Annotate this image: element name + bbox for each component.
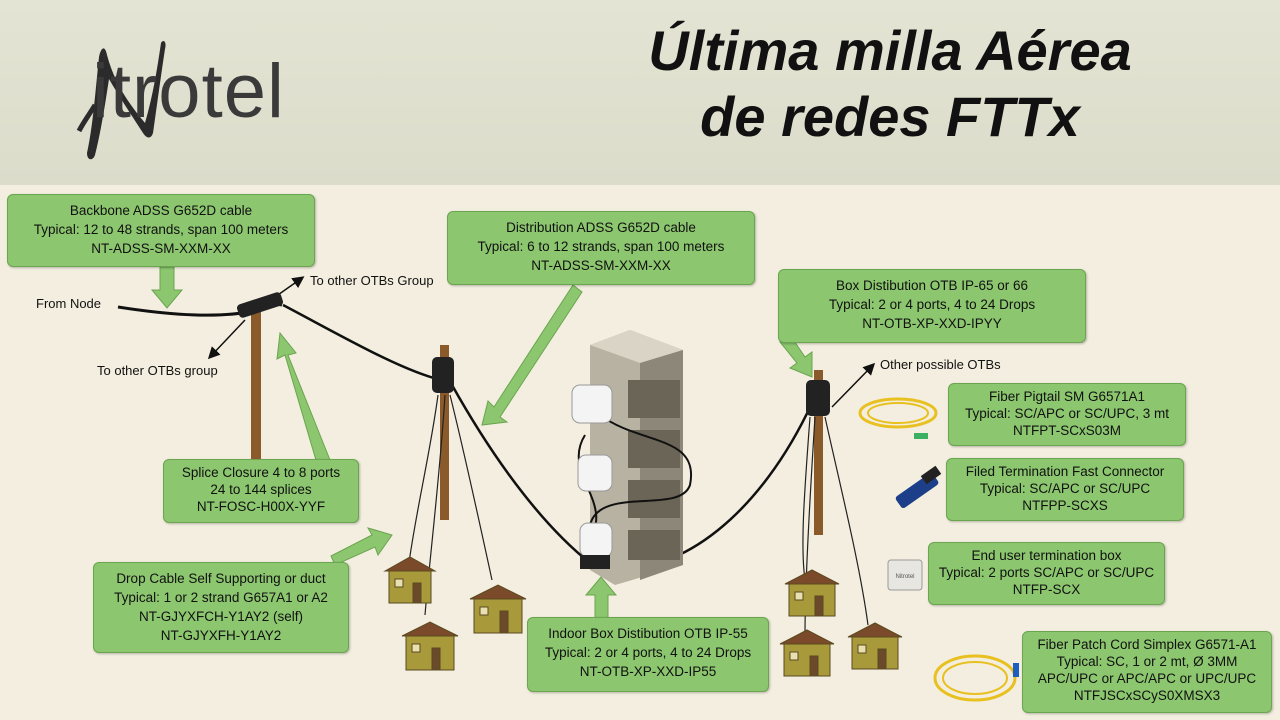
fast-connector-icon — [895, 465, 942, 509]
box-line: Typical: 2 ports SC/APC or SC/UPC — [938, 565, 1155, 580]
box-line: NTFPP-SCXS — [1022, 498, 1108, 513]
box-line: Typical: SC/APC or SC/UPC, 3 mt — [964, 406, 1170, 421]
box-patch-cord: Fiber Patch Cord Simplex G6571-A1 Typica… — [1022, 631, 1272, 713]
otb-pole-3 — [806, 380, 830, 416]
box-line: NT-ADSS-SM-XXM-XX — [91, 241, 231, 256]
box-line: NTFJSCxSCyS0XMSX3 — [1073, 688, 1221, 703]
box-line: Drop Cable Self Supporting or duct — [116, 571, 326, 586]
arrow-drop — [330, 527, 393, 566]
box-drop-cable: Drop Cable Self Supporting or duct Typic… — [93, 562, 349, 653]
arrow-splice — [276, 331, 331, 468]
building — [571, 330, 693, 585]
box-line: NT-OTB-XP-XXD-IP55 — [579, 664, 717, 679]
box-line: End user termination box — [971, 548, 1122, 563]
page-title: Última milla Aérea de redes FTTx — [590, 18, 1190, 150]
label-from-node: From Node — [36, 296, 102, 311]
box-line: Typical: 1 or 2 strand G657A1 or A2 — [114, 590, 328, 605]
box-line: Typical: SC/APC or SC/UPC — [979, 481, 1151, 496]
end-user-box-icon: Nitrotel — [887, 559, 923, 591]
box-line: NT-FOSC-H00X-YYF — [196, 499, 326, 514]
title-line-1: Última milla Aérea — [648, 19, 1132, 82]
box-end-user: End user termination box Typical: 2 port… — [928, 542, 1165, 605]
label-to-otbs-top: To other OTBs Group — [310, 273, 434, 288]
box-line: NT-ADSS-SM-XXM-XX — [531, 258, 671, 273]
pole-1 — [251, 310, 261, 460]
arrow-backbone — [150, 266, 184, 309]
fiber-pigtail-icon — [858, 397, 938, 439]
pole-3 — [814, 370, 823, 535]
box-line: Typical: 2 or 4 ports, 4 to 24 Drops — [544, 645, 752, 660]
end-user-box-brand: Nitrotel — [895, 574, 914, 580]
box-indoor-otb: Indoor Box Distibution OTB IP-55 Typical… — [527, 617, 769, 692]
box-line: Typical: 12 to 48 strands, span 100 mete… — [33, 222, 289, 237]
box-line: Typical: 2 or 4 ports, 4 to 24 Drops — [828, 297, 1036, 312]
box-line: NT-OTB-XP-XXD-IPYY — [862, 316, 1002, 331]
logo-text: itrotel — [92, 49, 285, 134]
box-line: Box Distibution OTB IP-65 or 66 — [835, 278, 1029, 293]
box-splice-closure: Splice Closure 4 to 8 ports 24 to 144 sp… — [163, 459, 359, 523]
box-line: NTFP-SCX — [1012, 582, 1081, 597]
box-line: NT-GJYXFH-Y1AY2 — [160, 628, 282, 643]
label-to-otbs-bottom: To other OTBs group — [97, 363, 218, 378]
other-otbs-arrow — [831, 362, 876, 408]
box-fast-connector: Filed Termination Fast Connector Typical… — [946, 458, 1184, 521]
arrow-distribution — [481, 284, 583, 426]
houses — [383, 556, 903, 677]
nitrotel-logo: N — [75, 35, 395, 165]
label-other-otbs: Other possible OTBs — [880, 357, 1001, 372]
title-line-2: de redes FTTx — [700, 85, 1080, 148]
patch-cord-icon — [933, 654, 1019, 702]
box-line: Distribution ADSS G652D cable — [506, 220, 696, 235]
box-line: Backbone ADSS G652D cable — [69, 203, 253, 218]
box-line: APC/UPC or APC/APC or UPC/UPC — [1037, 671, 1257, 686]
box-line: Typical: SC, 1 or 2 mt, Ø 3MM — [1056, 654, 1238, 669]
otb-pole-2 — [432, 357, 454, 393]
box-backbone-cable: Backbone ADSS G652D cable Typical: 12 to… — [7, 194, 315, 267]
box-line: Indoor Box Distibution OTB IP-55 — [548, 626, 748, 641]
pole-2 — [440, 345, 449, 520]
diagram-artwork: Nitrotel — [117, 266, 1019, 702]
header: N itrotel Última milla Aérea de redes FT… — [0, 0, 1280, 185]
box-distribution-otb: Box Distibution OTB IP-65 or 66 Typical:… — [778, 269, 1086, 343]
box-line: NT-GJYXFCH-Y1AY2 (self) — [138, 609, 304, 624]
box-line: Typical: 6 to 12 strands, span 100 meter… — [477, 239, 725, 254]
to-otb-bottom-arrow — [207, 319, 246, 360]
box-line: Fiber Patch Cord Simplex G6571-A1 — [1037, 637, 1257, 652]
box-distribution-cable: Distribution ADSS G652D cable Typical: 6… — [447, 211, 755, 285]
box-line: Filed Termination Fast Connector — [965, 464, 1165, 479]
box-line: 24 to 144 splices — [210, 482, 312, 497]
box-fiber-pigtail: Fiber Pigtail SM G6571A1 Typical: SC/APC… — [948, 383, 1186, 446]
network-diagram: Nitrotel From Node To other OTBs Group T… — [0, 185, 1280, 720]
splice-closure — [237, 292, 283, 318]
distribution-cable-1 — [282, 303, 442, 382]
arrow-indoor — [584, 576, 618, 620]
distribution-cable-2 — [450, 384, 591, 564]
box-line: Fiber Pigtail SM G6571A1 — [988, 389, 1146, 404]
box-line: Splice Closure 4 to 8 ports — [181, 465, 341, 480]
box-line: NTFPT-SCxS03M — [1012, 423, 1121, 438]
